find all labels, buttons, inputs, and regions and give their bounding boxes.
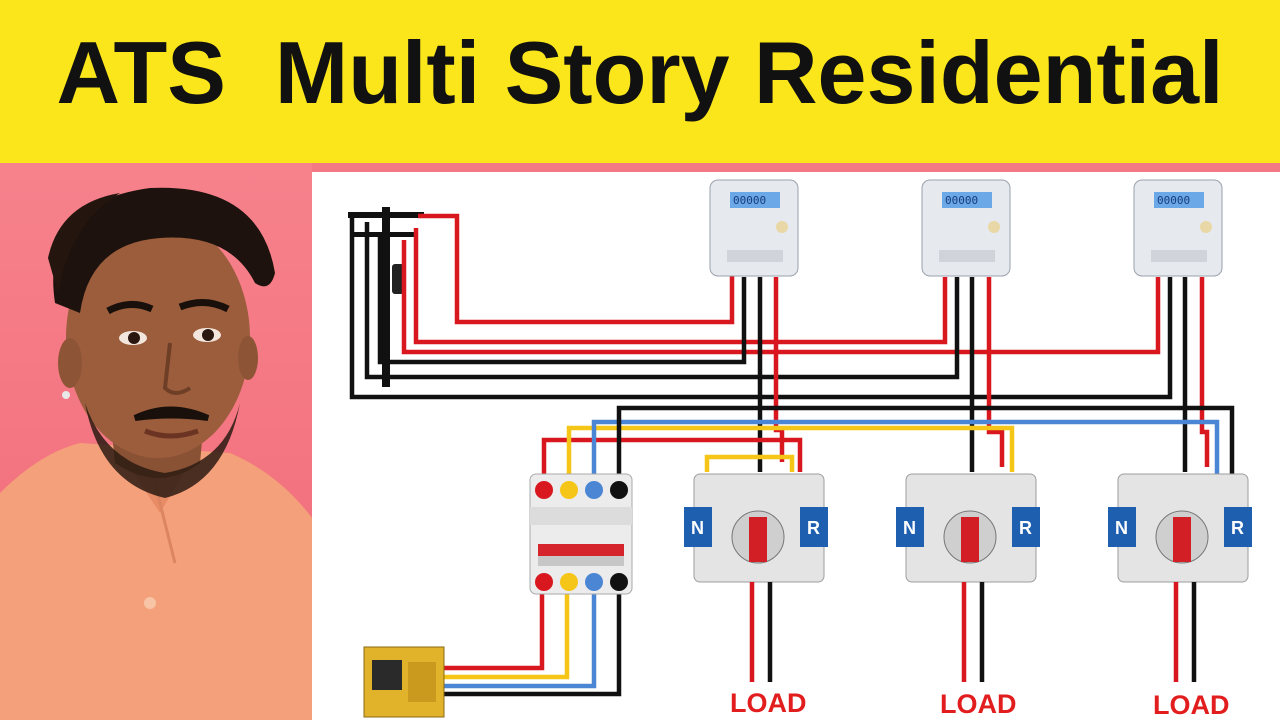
meter-3-reading: 00000	[1157, 194, 1190, 207]
load-label-1: LOAD	[730, 688, 807, 718]
meter-1-reading: 00000	[733, 194, 766, 207]
title-banner: ATS Multi Story Residential	[0, 0, 1280, 163]
video-title: ATS Multi Story Residential	[56, 23, 1224, 122]
generator-bus-wires	[541, 405, 1235, 487]
ats-switch-icon: N R	[1108, 473, 1252, 583]
generator-icon	[363, 646, 445, 718]
ats-1-normal-label: N	[691, 518, 704, 538]
ats-2-normal-label: N	[903, 518, 916, 538]
ats-3-reserve-label: R	[1231, 518, 1244, 538]
energy-meter-icon: 00000	[921, 179, 1011, 277]
meter-output-wires	[757, 277, 1210, 472]
load-output-wires	[749, 582, 1197, 682]
ats-switch-icon: N R	[684, 473, 828, 583]
generator-feed-wires	[407, 592, 622, 697]
ats-2-reserve-label: R	[1019, 518, 1032, 538]
load-label-3: LOAD	[1153, 690, 1230, 720]
ats-switch-icon: N R	[896, 473, 1040, 583]
utility-pole-icon	[348, 207, 424, 387]
ats-wiring-diagram: 00000 00000 00000 N R N R N	[312, 172, 1280, 720]
ats-1-reserve-label: R	[807, 518, 820, 538]
energy-meter-icon: 00000	[1133, 179, 1223, 277]
ats-3-normal-label: N	[1115, 518, 1128, 538]
breaker-icon	[529, 473, 633, 595]
load-label-2: LOAD	[940, 689, 1017, 719]
energy-meter-icon: 00000	[709, 179, 799, 277]
person-photo	[0, 187, 380, 720]
meter-2-reading: 00000	[945, 194, 978, 207]
